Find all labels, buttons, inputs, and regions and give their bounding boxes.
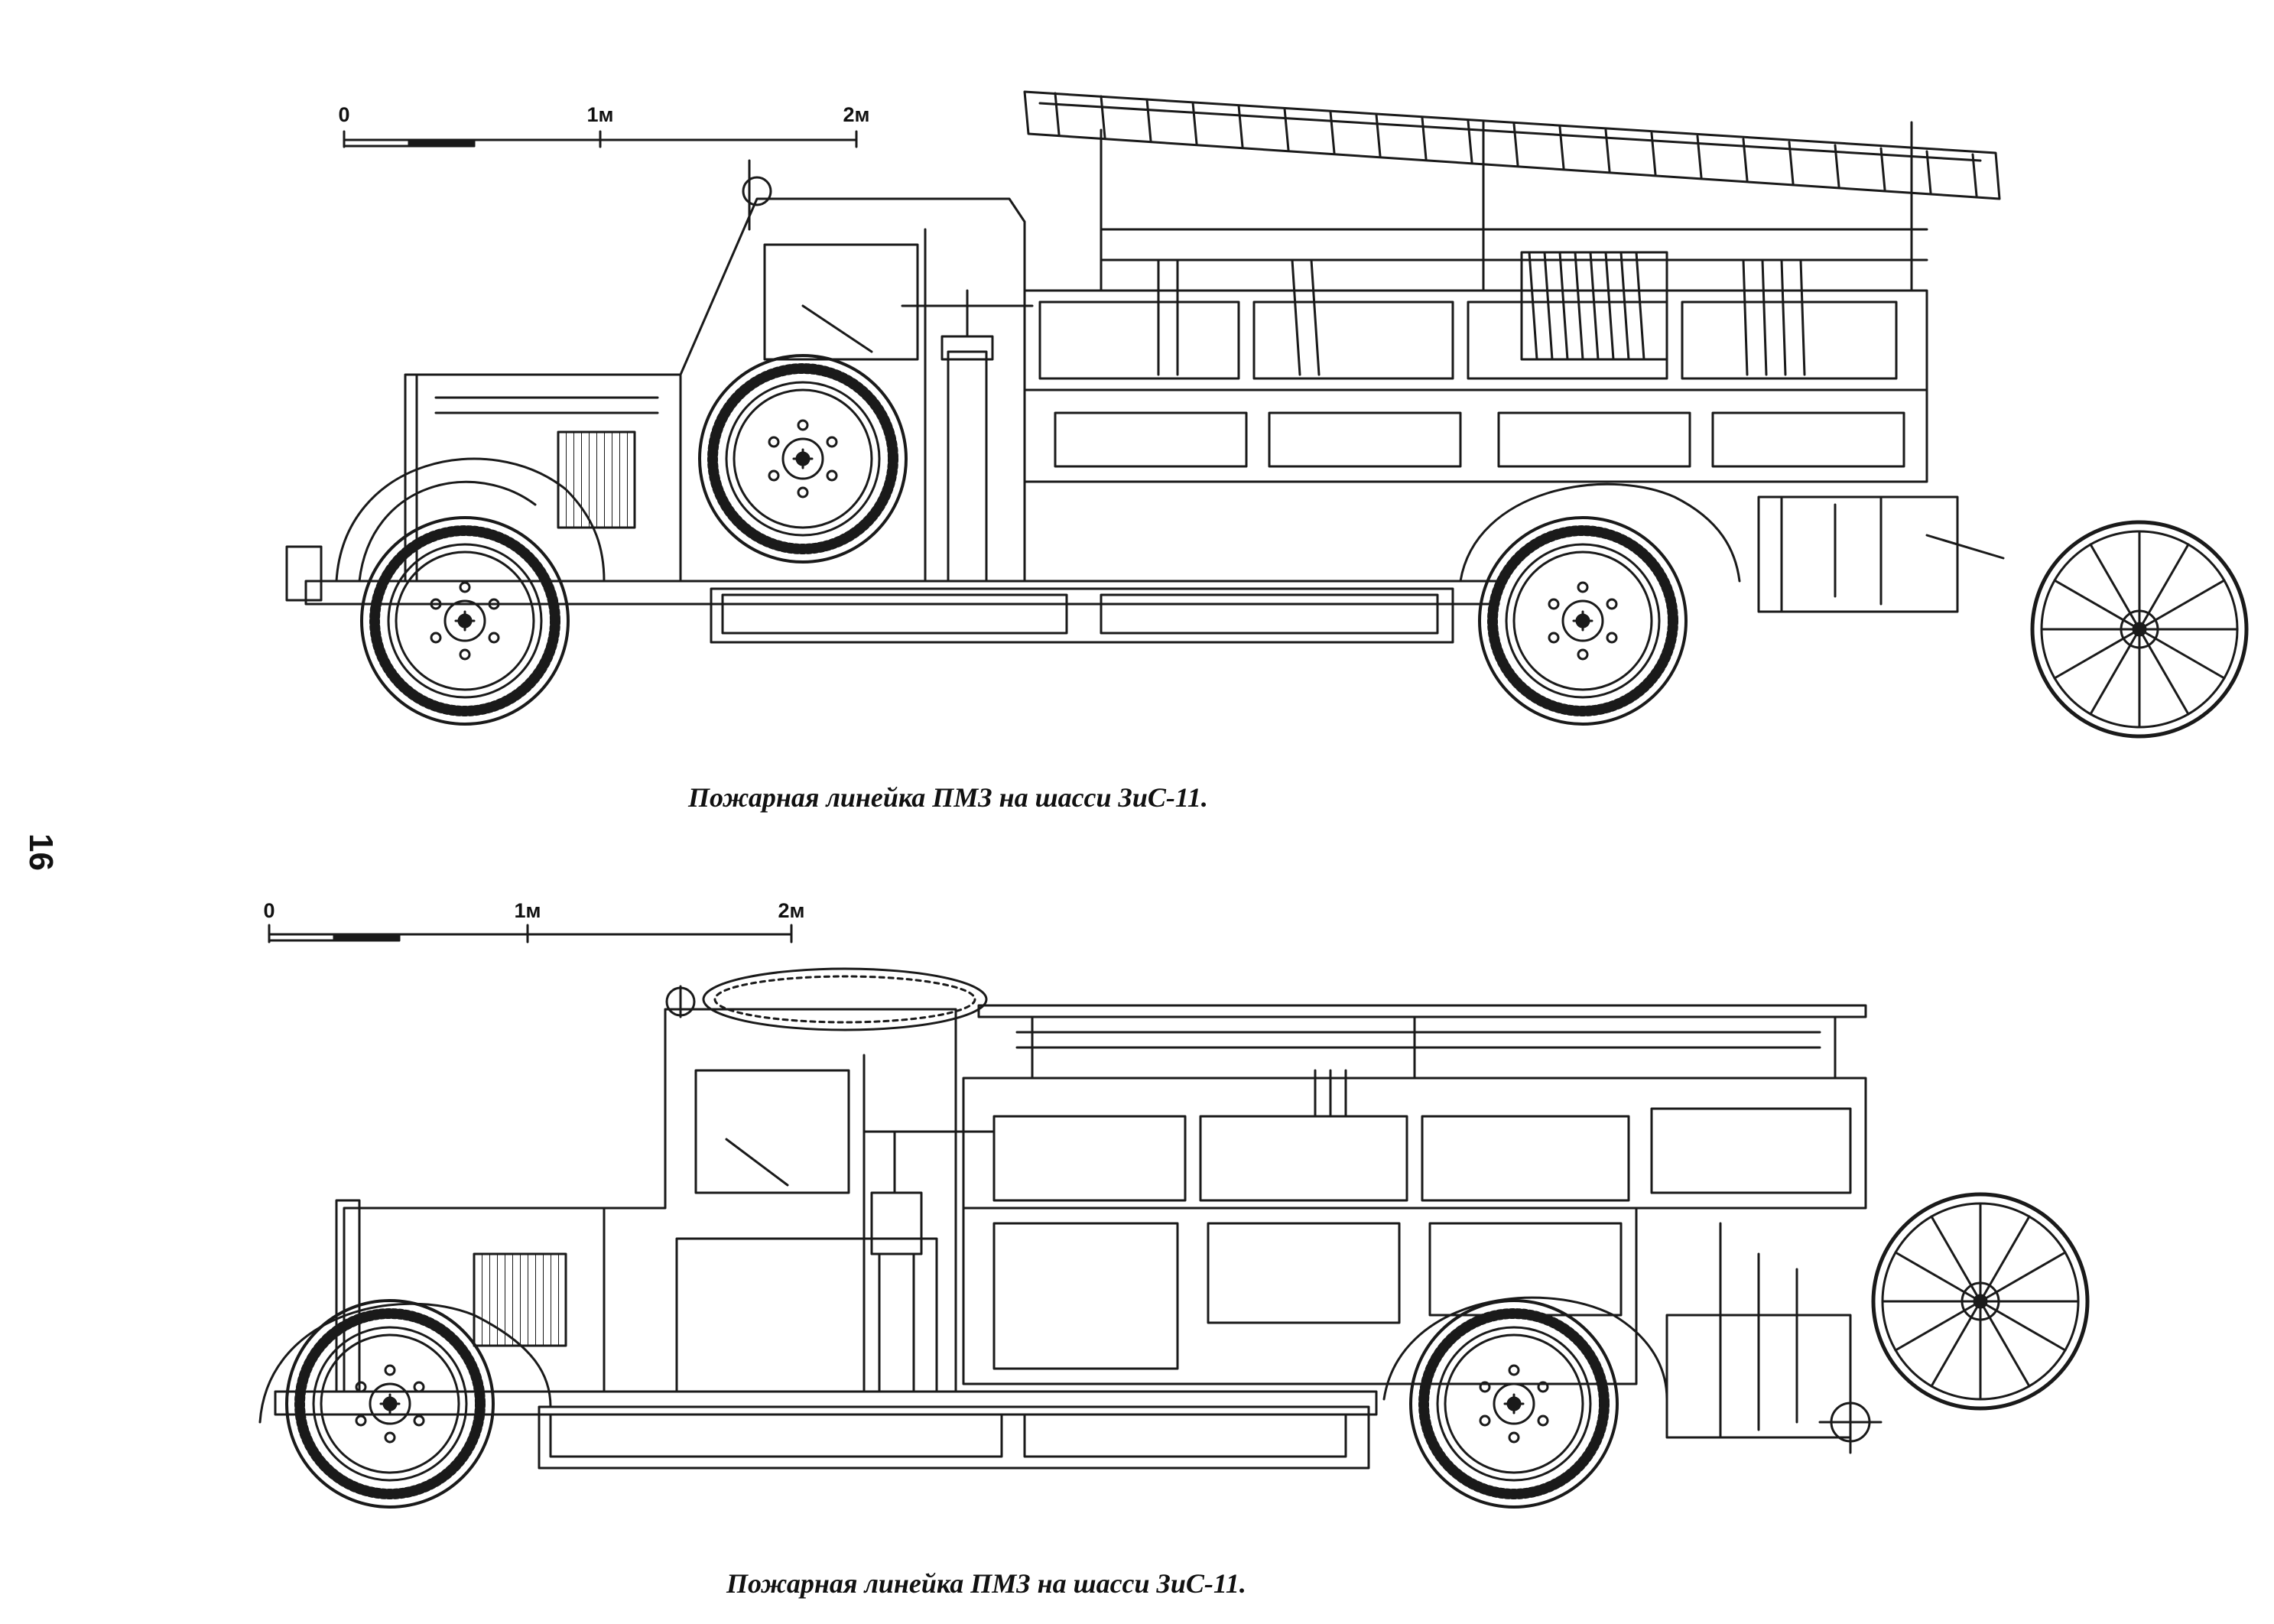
scale-label-0-top: 0 [338,103,350,126]
scale-bar-bottom [268,924,793,944]
figure-caption-bottom: Пожарная линейка ПМЗ на шасси ЗиС-11. [726,1568,1246,1599]
page-number: 16 [22,833,60,871]
scale-label-1m-top: 1м [586,103,614,126]
scale-label-0-bottom: 0 [263,899,275,922]
fire-truck-bottom [258,967,2087,1507]
scale-label-2m-top: 2м [843,103,870,126]
scale-bar-top [343,130,858,148]
scale-label-1m-bottom: 1м [514,899,541,922]
fire-truck-top [285,90,2246,736]
scale-label-2m-bottom: 2м [778,899,805,922]
figure-caption-top: Пожарная линейка ПМЗ на шасси ЗиС-11. [688,782,1208,813]
